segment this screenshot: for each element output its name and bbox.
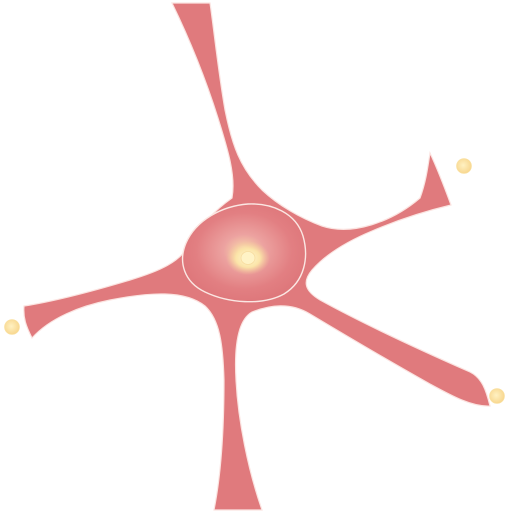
tip-dot-lower-right <box>489 388 505 404</box>
nucleus <box>240 251 256 265</box>
tip-dot-left <box>4 319 20 335</box>
tip-dot-upper-right <box>456 158 472 174</box>
